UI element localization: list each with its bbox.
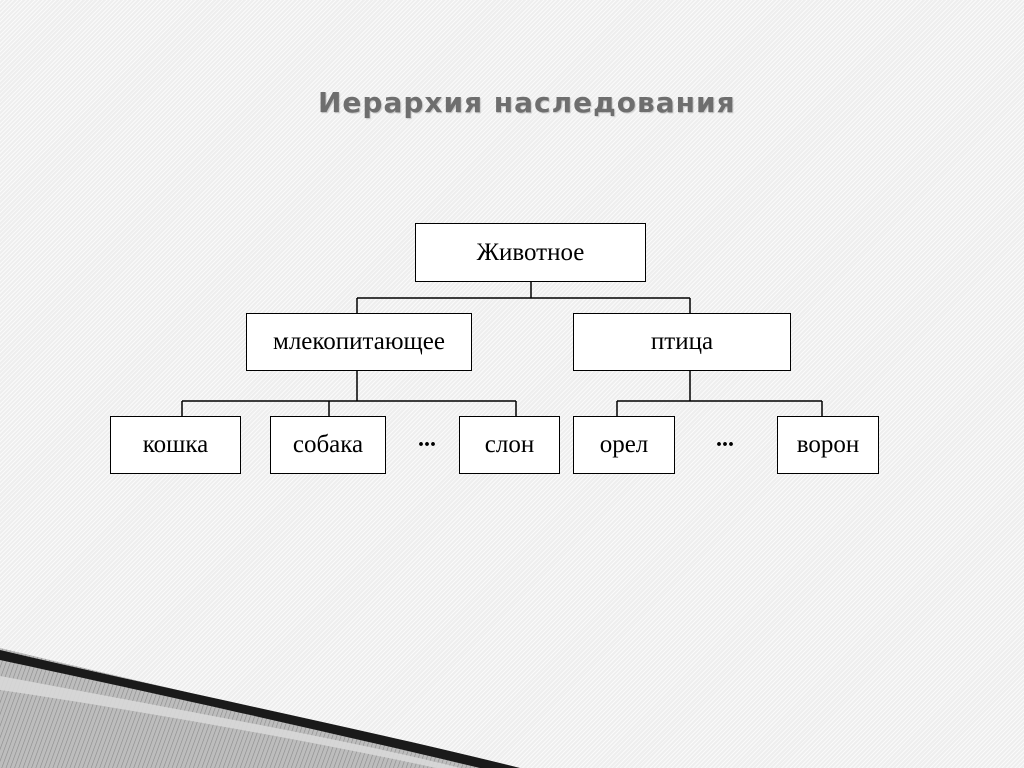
- node-eagle: орел: [573, 416, 675, 474]
- node-elephant: слон: [459, 416, 560, 474]
- mammals-ellipsis: ...: [418, 426, 436, 452]
- node-mammal: млекопитающее: [246, 313, 472, 371]
- node-raven: ворон: [777, 416, 879, 474]
- node-bird: птица: [573, 313, 791, 371]
- light-swoosh: [0, 676, 460, 768]
- node-dog: собака: [270, 416, 386, 474]
- dark-swoosh: [0, 650, 520, 768]
- node-animal: Животное: [415, 223, 646, 282]
- node-cat: кошка: [110, 416, 241, 474]
- slide-title: Иерархия наследования: [318, 86, 736, 119]
- birds-ellipsis: ...: [716, 426, 734, 452]
